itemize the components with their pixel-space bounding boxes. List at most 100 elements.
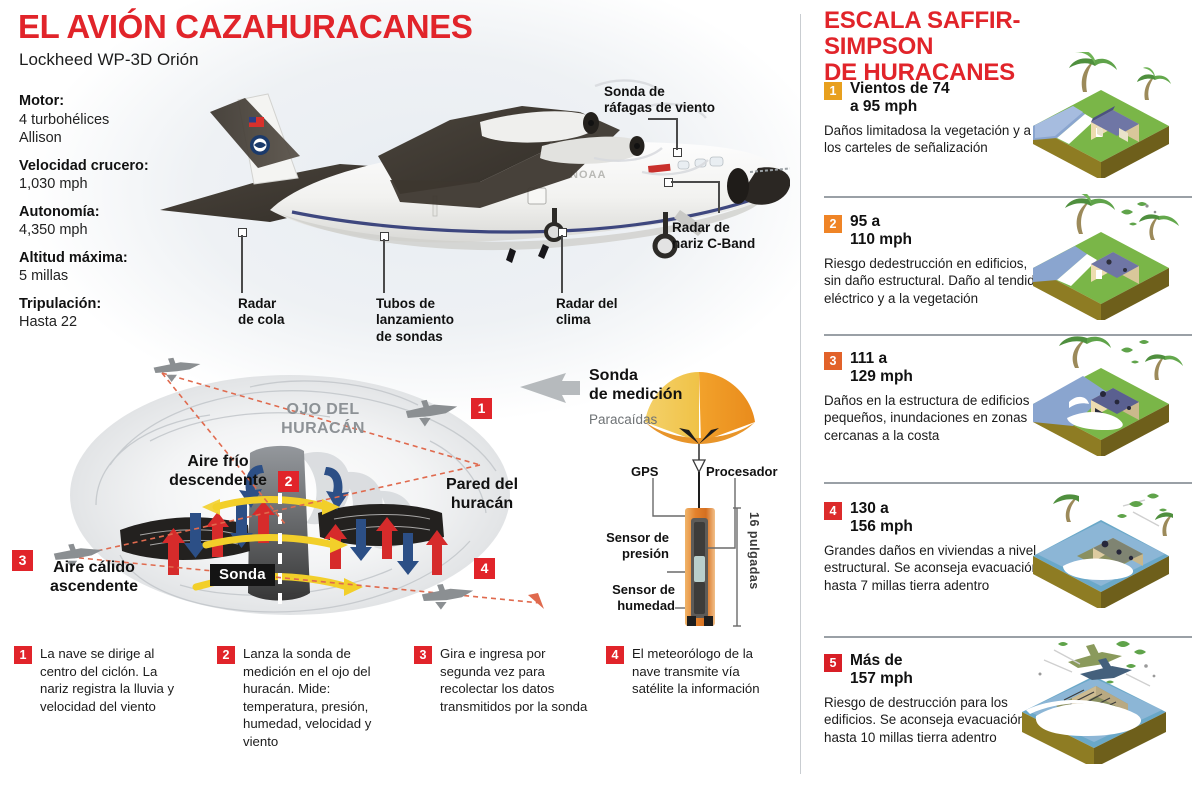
category-item-5: 5 Más de 157 mph Riesgo de destrucción p… xyxy=(824,652,1196,746)
spec-item: Motor: 4 turbohélices Allison xyxy=(19,92,209,148)
diagram-marker-2: 2 xyxy=(278,471,299,492)
dropsonde-diagram: Sonda de medición Paracaídas GPS Procesa… xyxy=(575,360,790,635)
category-item-4: 4 130 a 156 mph Grandes daños en viviend… xyxy=(824,500,1196,594)
eye-of-hurricane-label: OJO DEL HURACÁN xyxy=(281,401,365,438)
category-description: Riesgo dedestrucción en edificios, sin d… xyxy=(824,255,1043,306)
panel-divider xyxy=(800,14,801,774)
aircraft-spec-list: Motor: 4 turbohélices Allison Velocidad … xyxy=(19,92,209,341)
category-art-house-wind xyxy=(1033,194,1179,320)
callout-tail-radar: Radar de cola xyxy=(238,296,285,328)
step-text: La nave se dirige al centro del ciclón. … xyxy=(40,646,175,714)
page-subtitle: Lockheed WP-3D Orión xyxy=(19,50,199,69)
category-separator xyxy=(824,482,1192,484)
step-item: 1 La nave se dirige al centro del ciclón… xyxy=(14,645,189,715)
category-header: 5 Más de 157 mph xyxy=(824,652,1196,688)
callout-leader xyxy=(671,181,719,183)
spec-item: Velocidad crucero: 1,030 mph xyxy=(19,157,209,194)
category-art-house-damaged xyxy=(1033,493,1173,608)
callout-weather-radar: Radar del clima xyxy=(556,296,618,328)
category-wind-range: 95 a 110 mph xyxy=(850,213,913,248)
category-header: 4 130 a 156 mph xyxy=(824,500,1196,536)
parachute-label: Paracaídas xyxy=(589,412,658,427)
gps-label: GPS xyxy=(631,464,659,479)
category-separator xyxy=(824,196,1192,198)
category-wind-range: Vientos de 74 a 95 mph xyxy=(850,80,950,115)
processor-label: Procesador xyxy=(706,464,778,479)
category-badge-1: 1 xyxy=(824,82,842,100)
sonda-chip-label: Sonda xyxy=(210,564,275,586)
category-header: 1 Vientos de 74 a 95 mph xyxy=(824,80,1196,116)
humidity-sensor-label: Sensor de humedad xyxy=(612,582,675,613)
category-wind-range: 111 a 129 mph xyxy=(850,350,913,385)
step-item: 4 El meteorólogo de la nave transmite ví… xyxy=(606,645,781,698)
category-badge-5: 5 xyxy=(824,654,842,672)
warm-air-label: Aire cálido ascendente xyxy=(49,559,139,596)
callout-gust-probe: Sonda de ráfagas de viento xyxy=(604,84,716,116)
category-badge-2: 2 xyxy=(824,215,842,233)
category-description: Daños limitadosa la vegetación y a los c… xyxy=(824,122,1031,156)
diagram-marker-3: 3 xyxy=(12,550,33,571)
callout-sonde-tubes: Tubos de lanzamiento de sondas xyxy=(376,296,455,344)
step-badge: 4 xyxy=(606,646,624,664)
callout-node-tail-radar xyxy=(238,228,247,237)
callout-leader xyxy=(718,181,720,213)
marker-number: 3 xyxy=(18,552,27,568)
spec-value: 5 millas xyxy=(19,268,69,285)
category-wind-range: Más de 157 mph xyxy=(850,652,913,687)
scale-title: ESCALA SAFFIR-SIMPSON DE HURACANES xyxy=(824,7,1021,86)
callout-node-sonde-tubes xyxy=(380,232,389,241)
diagram-marker-4: 4 xyxy=(474,558,495,579)
marker-number: 4 xyxy=(480,560,489,576)
svg-text:NOAA: NOAA xyxy=(570,169,606,181)
category-header: 2 95 a 110 mph xyxy=(824,213,1196,249)
category-item-3: 3 111 a 129 mph Daños en la estructura d… xyxy=(824,350,1196,444)
spec-value: 1,030 mph xyxy=(19,176,88,193)
step-badge: 2 xyxy=(217,646,235,664)
spec-label: Motor: xyxy=(19,93,65,109)
step-badge: 3 xyxy=(414,646,432,664)
saffir-simpson-panel: ESCALA SAFFIR-SIMPSON DE HURACANES 1 Vie… xyxy=(812,0,1200,787)
aircraft-illustration: NOAA xyxy=(160,79,790,263)
spec-label: Velocidad crucero: xyxy=(19,157,149,174)
spec-item: Autonomía: 4,350 mph xyxy=(19,203,209,240)
diagram-marker-1: 1 xyxy=(471,398,492,419)
category-badge-3: 3 xyxy=(824,352,842,370)
category-description: Daños en la estructura de edificios pequ… xyxy=(824,392,1030,443)
callout-leader xyxy=(648,118,678,120)
callout-leader xyxy=(241,235,243,293)
callout-leader xyxy=(676,118,678,150)
callout-leader xyxy=(383,239,385,293)
step-badge: 1 xyxy=(14,646,32,664)
category-header: 3 111 a 129 mph xyxy=(824,350,1196,386)
category-badge-4: 4 xyxy=(824,502,842,520)
spec-value: Hasta 22 xyxy=(19,314,78,331)
spec-label: Tripulación: xyxy=(19,295,102,312)
pressure-sensor-label: Sensor de presión xyxy=(606,530,669,561)
callout-node-nose-radar xyxy=(664,178,673,187)
category-separator xyxy=(824,636,1192,638)
spec-label: Altitud máxima: xyxy=(19,249,128,266)
category-wind-range: 130 a 156 mph xyxy=(850,500,913,535)
spec-value: 4,350 mph xyxy=(19,222,88,239)
category-art-house-flood xyxy=(1033,336,1183,456)
spec-item: Tripulación: Hasta 22 xyxy=(19,295,209,332)
category-description: Grandes daños en viviendas a nivel estru… xyxy=(824,542,1040,593)
dropsonde-length-label: 16 pulgadas xyxy=(747,512,761,590)
marker-number: 1 xyxy=(477,400,486,416)
spec-value: 4 turbohélices Allison xyxy=(19,111,110,147)
category-art-house-intact xyxy=(1033,52,1171,178)
hurricane-wall-label: Pared del huracán xyxy=(445,476,519,513)
category-description: Riesgo de destrucción para los edificios… xyxy=(824,694,1025,745)
step-item: 3 Gira e ingresa por segunda vez para re… xyxy=(414,645,589,715)
callout-leader xyxy=(561,235,563,293)
spec-label: Autonomía: xyxy=(19,203,100,220)
callout-nose-radar: Radar de nariz C-Band xyxy=(672,220,756,252)
category-item-2: 2 95 a 110 mph Riesgo dedestrucción en e… xyxy=(824,213,1196,307)
category-separator xyxy=(824,334,1192,336)
marker-number: 2 xyxy=(284,473,293,489)
spec-item: Altitud máxima: 5 millas xyxy=(19,249,209,286)
step-item: 2 Lanza la sonda de medición en el ojo d… xyxy=(217,645,392,750)
step-text: El meteorólogo de la nave transmite vía … xyxy=(632,646,760,697)
dropsonde-art xyxy=(645,372,755,627)
dropsonde-title: Sonda de medición xyxy=(589,367,683,404)
